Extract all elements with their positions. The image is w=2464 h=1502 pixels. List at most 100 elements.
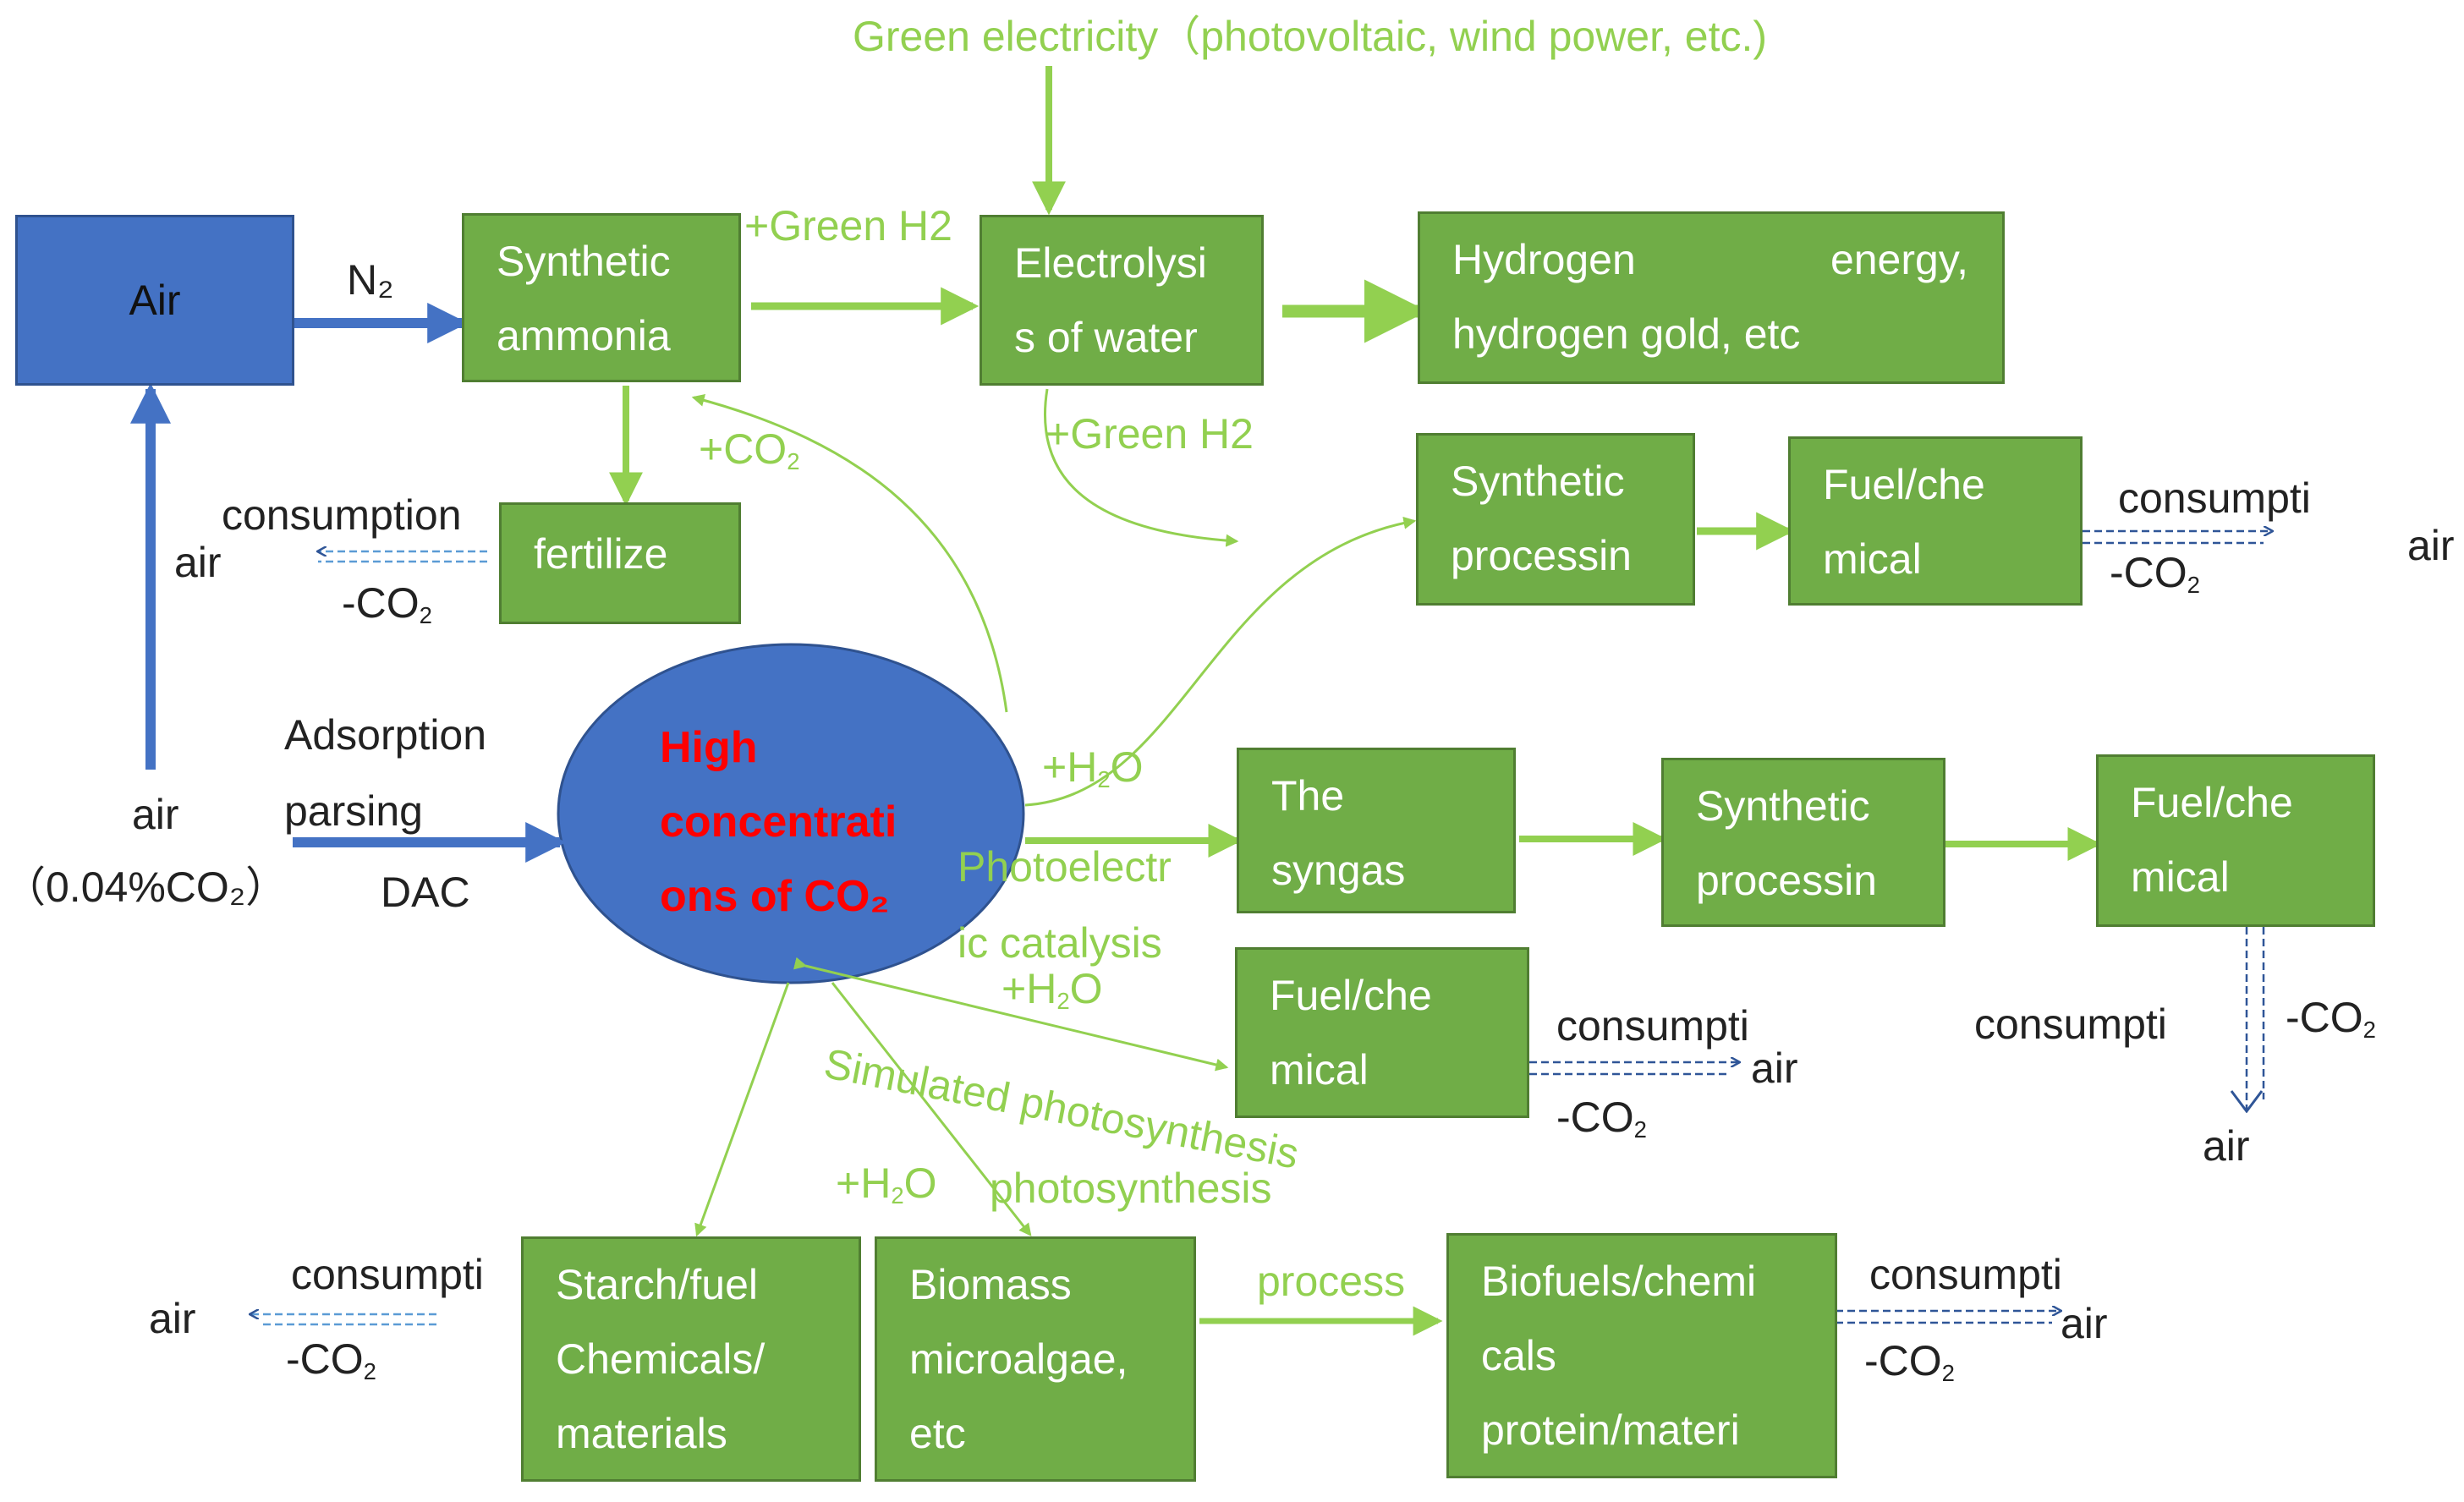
starch-line-3: materials — [556, 1410, 727, 1457]
synthetic-ammonia-box: Synthetic ammonia — [462, 213, 741, 382]
h2o-b-o: O — [1069, 965, 1103, 1012]
synthetic-processing-mid-box: Synthetic processin — [1661, 758, 1945, 927]
minus-co2-s-sub: 2 — [363, 1357, 376, 1384]
consumption-fertilizer-label: consumption — [222, 491, 462, 539]
air-fuel-top-label: air — [2407, 522, 2455, 569]
fertilizer-box: fertilize — [499, 502, 741, 624]
fuel-chemical-right-line-1: Fuel/che — [2131, 779, 2293, 826]
electrolysis-line-2: s of water — [1014, 314, 1198, 361]
minus-co2-ft-text: -CO — [2110, 549, 2187, 596]
biomass-line-3: etc — [909, 1410, 966, 1457]
green-h2-mid-label: +Green H2 — [1045, 410, 1254, 458]
minus-co2-f-sub: 2 — [419, 601, 432, 628]
oval-line-1: High — [660, 723, 758, 772]
consumption-fuel-right-label: consumpti — [1974, 1000, 2167, 1048]
dac-label: DAC — [381, 869, 470, 916]
oval-line-3: ons of CO₂ — [660, 872, 890, 921]
diagram-title: Green electricity（photovoltaic, wind pow… — [853, 13, 1768, 60]
biofuels-box: Biofuels/chemi cals protein/materi — [1446, 1233, 1837, 1478]
dashed-arrows — [250, 531, 2272, 1326]
syngas-line-1: The — [1271, 772, 1345, 820]
co2-oval — [557, 643, 1025, 984]
minus-co2-biofuels: -CO2 — [1864, 1340, 1955, 1384]
minus-co2-b-text: -CO — [1864, 1337, 1942, 1384]
h2o-b-sub: 2 — [1056, 987, 1070, 1014]
air-fuel-mid-label: air — [1751, 1044, 1798, 1092]
synthetic-processing-mid-line-1: Synthetic — [1696, 782, 1870, 830]
fuel-chemical-top-box: Fuel/che mical — [1788, 436, 2083, 606]
h2o-label-fuel-mid: +H2O — [1002, 968, 1103, 1012]
synthetic-processing-top-box: Synthetic processin — [1416, 433, 1695, 606]
electrolysis-line-1: Electrolysi — [1014, 239, 1207, 287]
adsorption-label: Adsorption — [284, 711, 487, 759]
co2-plus-sub: 2 — [787, 447, 800, 474]
synthetic-processing-mid-line-2: processin — [1696, 857, 1877, 904]
line-oval-to-starch — [694, 982, 790, 1237]
biofuels-line-1: Biofuels/chemi — [1481, 1258, 1757, 1305]
air-box: Air — [15, 215, 294, 386]
fertilizer-label: fertilize — [534, 530, 668, 578]
line-oval-to-biomass — [831, 982, 1032, 1236]
air-box-label: Air — [129, 277, 181, 324]
biofuels-line-3: protein/materi — [1481, 1406, 1740, 1454]
minus-co2-fr-sub: 2 — [2362, 1016, 2376, 1043]
hydrogen-line-1: Hydrogen energy, — [1452, 222, 2002, 297]
co2-plus-text: +CO — [699, 425, 787, 473]
minus-co2-fm-sub: 2 — [1633, 1116, 1647, 1143]
h2o-a-text: +H — [1042, 743, 1098, 791]
curve-electrolysis-to-processing — [1043, 388, 1239, 547]
biomass-box: Biomass microalgae, etc — [875, 1236, 1196, 1482]
h2o-label-biomass: +H2O — [836, 1162, 937, 1207]
oval-line-2: concentrati — [660, 798, 897, 847]
minus-co2-fm-text: -CO — [1556, 1094, 1634, 1141]
fuel-chemical-right-line-2: mical — [2131, 853, 2230, 901]
synthetic-ammonia-line-1: Synthetic — [497, 238, 671, 285]
air-biofuels-label: air — [2061, 1300, 2108, 1347]
syngas-box: The syngas — [1237, 748, 1516, 913]
photoelectric-label-2: ic catalysis — [958, 919, 1162, 967]
air-fertilizer-label: air — [174, 539, 222, 586]
fuel-chemical-mid-box: Fuel/che mical — [1235, 947, 1529, 1118]
fuel-chemical-mid-line-2: mical — [1270, 1046, 1369, 1094]
starch-line-2: Chemicals/ — [556, 1335, 766, 1383]
hydrogen-line-2: hydrogen gold, etc — [1452, 310, 1801, 358]
photoelectric-label-1: Photoelectr — [958, 843, 1172, 891]
co2-oval-label: High concentrati ons of CO₂ — [660, 710, 897, 934]
h2o-a-o: O — [1110, 743, 1144, 791]
minus-co2-ft-sub: 2 — [2187, 571, 2200, 598]
consumption-fuel-mid-label: consumpti — [1556, 1002, 1749, 1050]
air-fuel-right-label: air — [2203, 1122, 2250, 1170]
h2o-c-text: +H — [836, 1159, 892, 1207]
syngas-line-2: syngas — [1271, 847, 1406, 894]
minus-co2-s-text: -CO — [286, 1335, 364, 1383]
synthetic-processing-top-line-1: Synthetic — [1451, 458, 1625, 505]
process-label: process — [1257, 1258, 1406, 1305]
starch-line-1: Starch/fuel — [556, 1261, 759, 1308]
parsing-label: parsing — [284, 787, 423, 835]
h2o-c-o: O — [903, 1159, 937, 1207]
starch-fuel-box: Starch/fuel Chemicals/ materials — [521, 1236, 861, 1482]
energy-word: energy, — [1830, 236, 1968, 283]
minus-co2-fertilizer: -CO2 — [342, 582, 432, 627]
h2o-c-sub: 2 — [891, 1181, 904, 1209]
n2-label: N₂ — [347, 256, 394, 304]
hydrogen-energy-box: Hydrogen energy, hydrogen gold, etc — [1418, 211, 2005, 384]
electrolysis-box: Electrolysi s of water — [980, 215, 1264, 386]
h2o-b-text: +H — [1002, 965, 1057, 1012]
hydrogen-word: Hydrogen — [1452, 236, 1636, 283]
fuel-chemical-top-line-1: Fuel/che — [1823, 461, 1985, 508]
green-h2-top-label: +Green H2 — [744, 202, 952, 249]
consumption-starch-label: consumpti — [291, 1251, 484, 1298]
line-oval-to-fuel-mid — [793, 957, 1229, 1072]
curve-oval-to-synthetic-processing — [1024, 516, 1417, 807]
photosynthesis-label: photosynthesis — [990, 1165, 1272, 1212]
air-starch-label: air — [149, 1295, 196, 1342]
curve-oval-to-ammonia — [691, 393, 1008, 713]
synthetic-ammonia-line-2: ammonia — [497, 312, 671, 359]
co2-plus-label: +CO2 — [699, 428, 800, 473]
biomass-line-1: Biomass — [909, 1261, 1072, 1308]
minus-co2-fuel-right: -CO2 — [2286, 996, 2376, 1041]
minus-co2-starch: -CO2 — [286, 1338, 376, 1383]
fuel-chemical-right-box: Fuel/che mical — [2096, 754, 2375, 927]
consumption-fuel-top-label: consumpti — [2118, 474, 2311, 522]
